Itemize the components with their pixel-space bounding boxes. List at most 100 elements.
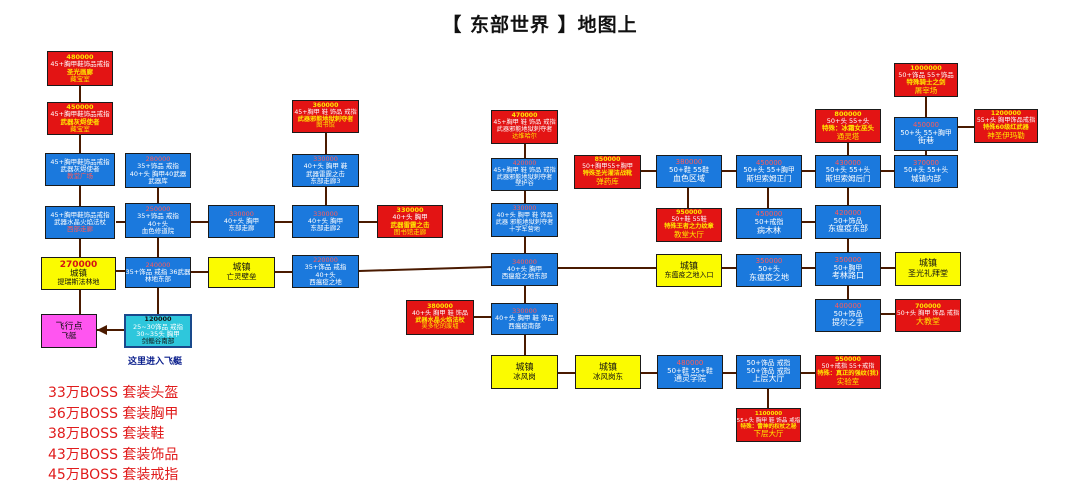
- map-node-xuese-xiudaoyuan[interactable]: 250000 35+饰品 戒指 40+头 血色修道院: [125, 203, 191, 238]
- node-line: 西部走廊: [67, 225, 93, 234]
- node-line: 1100000: [754, 411, 783, 418]
- node-line: 亡灵壁垒: [226, 272, 257, 282]
- map-node-dongbu-zoulang3[interactable]: 330000 40+头 胸甲 鞋 武器雷霆之击 东部走廊3: [292, 154, 359, 187]
- map-node-wuqiku[interactable]: 280000 35+饰品 戒指 40+头 胸甲40武器 武器库: [125, 153, 191, 188]
- node-line: 武器灰烬使者: [60, 164, 100, 173]
- node-line: 特殊：冰霜女巫头: [822, 124, 874, 133]
- node-line: 血色区域: [673, 173, 705, 183]
- node-line: 1000000: [910, 63, 942, 72]
- map-node-tongling-xueyuan[interactable]: 480000 50+鞋 55+鞋 通灵学院: [657, 355, 723, 389]
- node-line: 50+鞋 55+鞋: [667, 366, 713, 375]
- node-line: 240000: [145, 260, 171, 269]
- map-node-xiaceng-dating-1100k[interactable]: 1100000 55+头 胸甲 鞋 饰品 戒指 特殊：雷神的权杖之秘 下层大厅: [736, 408, 801, 442]
- node-line: 30~35头 胸甲: [136, 330, 180, 338]
- map-node-shangceng-dating[interactable]: 50+饰品 戒指 50+饰品 戒指 上层大厅: [736, 355, 801, 389]
- node-line: 吴多伦的废墟: [421, 323, 459, 331]
- map-node-dongbu-zoulang[interactable]: 330000 40+头 胸甲 东部走廊: [208, 205, 275, 238]
- map-node-dajiaotang-700k[interactable]: 700000 50+头 胸甲 饰品 戒指 大教堂: [895, 299, 961, 332]
- map-node-jiaotang-guangchang[interactable]: 45+胸甲鞋饰品戒指 武器灰烬使者 教堂广场: [45, 153, 115, 186]
- node-line: 武器邪能地狱刺夺者: [297, 115, 354, 123]
- node-line: 45+胸甲鞋饰品戒指: [50, 110, 110, 119]
- map-node-tier-zhishou[interactable]: 400000 50+饰品 提尔之手: [815, 299, 881, 332]
- node-line: 武器水晶火焰法杖: [415, 316, 465, 324]
- node-line: 壁护谷: [515, 180, 534, 188]
- map-node-xuese-quyu[interactable]: 380000 50+鞋 55鞋 血色区域: [656, 155, 722, 188]
- node-line: 50+鞋 55鞋: [669, 166, 709, 175]
- node-line: 城镇: [69, 268, 87, 279]
- node-line: 特殊骑士之剑: [906, 78, 946, 87]
- node-line: 特殊：雷神的权杖之秘: [740, 423, 797, 430]
- map-node-wangling-bilei[interactable]: 城镇 亡灵壁垒: [208, 257, 275, 288]
- map-node-dong-wenyi-dongbu[interactable]: 420000 50+饰品 东瘟疫东部: [815, 205, 881, 239]
- map-node-jiexiang[interactable]: 450000 50+头 55+胸甲 街巷: [894, 117, 958, 151]
- map-node-daweihaer-470k[interactable]: 470000 45+胸甲 鞋 饰品 戒指 武器邪能地狱刺夺者 达维哈尔: [491, 110, 558, 144]
- node-line: 50+头: [758, 265, 780, 274]
- map-node-xi-wenyi-dongbu[interactable]: 340000 40+头 胸甲 西瘟疫之地东部: [491, 253, 558, 286]
- map-node-xi-wenyi-nanbu[interactable]: 330000 40+头 胸甲 鞋 饰品 西瘟疫南部: [491, 303, 558, 335]
- map-node-wuduolun-380k[interactable]: 380000 40+头 胸甲 鞋 饰品 武器水晶火焰法杖 吴多伦的废墟: [406, 300, 474, 335]
- node-line: 120000: [144, 315, 172, 324]
- map-node-lindi-dongbu[interactable]: 240000 35+饰品 戒指 36武器 林地东部: [125, 257, 191, 288]
- node-line: 40+头 胸甲40武器: [129, 169, 187, 178]
- node-line: 武器 邪能地狱刺夺者: [495, 219, 554, 226]
- map-node-shizijun-yingdi[interactable]: 330000 40+头 胸甲 鞋 饰品 武器 邪能地狱刺夺者 十字军营地: [491, 203, 558, 237]
- map-node-dong-wenyi-zhidi[interactable]: 350000 50+头 东瘟疫之地: [736, 254, 802, 287]
- map-node-bingmulin[interactable]: 450000 50+戒指 病木林: [736, 208, 802, 239]
- node-line: 上层大厅: [752, 374, 785, 384]
- node-line: 东瘟疫东部: [828, 224, 868, 234]
- map-node-xibu-zoulang[interactable]: 45+胸甲鞋饰品戒指 武器水晶火焰法杖 西部走廊: [45, 206, 115, 239]
- map-node-cangbaoshi-450k[interactable]: 450000 45+胸甲鞋饰品戒指 武器灰烬使者 藏宝室: [47, 102, 113, 135]
- map-node-jianmao-gu-nanbu[interactable]: 120000 25~30饰品 戒指 30~35头 胸甲 剑鲻谷南部: [124, 314, 192, 348]
- map-node-shiyanshi-950k[interactable]: 950000 50+戒指 55+戒指 特殊：真正的强纹(我) 实验室: [815, 355, 881, 389]
- node-line: 藏宝室: [70, 74, 90, 83]
- node-line: 350000: [834, 255, 862, 264]
- node-line: 270000: [59, 259, 98, 270]
- map-node-tuzaichang-1000k[interactable]: 1000000 50+饰品 55+饰品 特殊骑士之剑 屠宰场: [894, 63, 958, 97]
- map-node-sitansuomu-houmen[interactable]: 430000 50+头 55+头 斯坦索姆后门: [815, 155, 881, 188]
- node-line: 40+头: [315, 270, 336, 279]
- map-node-tirui-fashi-lindi[interactable]: 270000 城镇 提瑞斯法林地: [41, 257, 116, 290]
- node-line: 50+饰品: [833, 310, 863, 319]
- map-node-bingfenggang-dong[interactable]: 城镇 冰风岗东: [575, 355, 641, 389]
- map-node-bihugu[interactable]: 420000 45+胸甲 鞋 饰品 戒指 武器邪能地狱刺夺者 壁护谷: [491, 158, 558, 191]
- map-node-danyaoku-850k[interactable]: 850000 50+胸甲55+胸甲 特殊圣光濯洁战靴 弹药库: [574, 155, 641, 189]
- node-line: 330000: [313, 154, 338, 163]
- boss-set-legend: 33万BOSS 套装头盔 36万BOSS 套装胸甲 38万BOSS 套装鞋 43…: [48, 383, 178, 486]
- node-line: 40+头 胸甲: [392, 213, 428, 222]
- node-line: 380000: [675, 158, 703, 167]
- map-node-bingfenggang[interactable]: 城镇 冰风岗: [491, 355, 558, 389]
- map-node-shensheng-yimale-1200k[interactable]: 1200000 55+头 胸甲饰品戒指 特殊60级红武器 神圣伊玛勒: [974, 109, 1038, 143]
- node-line: 斯坦索姆正门: [746, 173, 792, 183]
- map-node-tushuguan-zoulang-330k[interactable]: 330000 40+头 胸甲 武器雷霆之击 图书馆走廊: [377, 205, 443, 238]
- map-node-tonglingta-800k[interactable]: 800000 50+头 55+头 特殊：冰霜女巫头 通灵塔: [815, 109, 881, 143]
- map-node-feixingdian[interactable]: 飞行点 飞艇: [41, 314, 97, 348]
- node-line: 800000: [834, 109, 862, 118]
- map-node-cangbaoshi-480k[interactable]: 480000 45+胸甲鞋饰品戒指 圣光画廊 藏宝室: [47, 51, 113, 86]
- node-line: 武器水晶火焰法杖: [54, 217, 106, 226]
- map-node-sitansuomu-zhengmen[interactable]: 450000 50+头 55+胸甲 斯坦索姆正门: [736, 155, 802, 188]
- map-node-dongbu-zoulang2[interactable]: 330000 40+头 胸甲 东部走廊2: [292, 205, 359, 238]
- node-line: 神圣伊玛勒: [987, 131, 1025, 141]
- map-node-dong-wenyi-rukou[interactable]: 城镇 东瘟疫之地入口: [656, 254, 722, 287]
- node-line: 特殊圣光濯洁战靴: [582, 170, 633, 178]
- node-line: 350000: [755, 257, 783, 266]
- node-line: 50+饰品: [833, 216, 863, 225]
- node-line: 城镇: [598, 362, 617, 373]
- node-line: 弹药库: [596, 177, 619, 187]
- node-line: 330000: [229, 209, 254, 218]
- map-node-kaolin-lukou[interactable]: 350000 50+胸甲 考林路口: [815, 252, 881, 286]
- node-line: 冰风岗东: [593, 371, 623, 381]
- map-node-chengzhen-neibu[interactable]: 370000 50+头 55+头 城镇内部: [894, 155, 958, 188]
- map-node-xi-wenyi-zhidi[interactable]: 220000 35+饰品 戒指 40+头 西瘟疫之地: [292, 255, 359, 288]
- node-line: 45+胸甲鞋饰品戒指: [50, 157, 110, 166]
- node-line: 420000: [834, 208, 862, 217]
- node-line: 50+饰品 戒指: [746, 358, 791, 367]
- node-line: 35+饰品 戒指: [137, 162, 179, 171]
- node-line: 50+胸甲: [833, 263, 863, 272]
- node-line: 特殊王者之力纹章: [664, 223, 714, 231]
- map-node-tushuguan-360k[interactable]: 360000 45+胸甲 鞋 饰品 戒指 武器邪能地狱刺夺者 图书馆: [292, 100, 359, 133]
- node-line: 城镇内部: [911, 173, 941, 183]
- map-node-shengguang-libaitang[interactable]: 城镇 圣光礼拜堂: [895, 252, 961, 286]
- node-line: 450000: [66, 102, 94, 111]
- map-node-jiaotang-dating-950k[interactable]: 950000 50+鞋 55鞋 特殊王者之力纹章 教堂大厅: [656, 208, 722, 242]
